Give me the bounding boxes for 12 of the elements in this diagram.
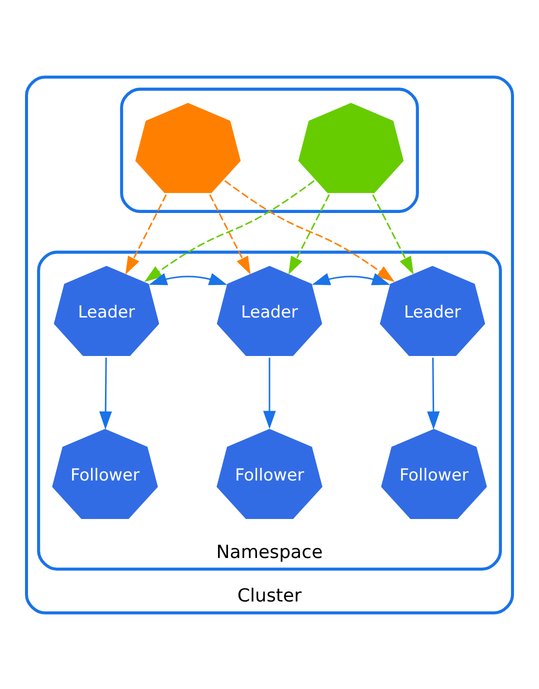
arrow — [263, 357, 276, 429]
arrow — [427, 357, 440, 430]
arrow — [312, 272, 390, 285]
arrow — [209, 194, 251, 274]
arrow — [125, 194, 167, 274]
cluster — [120, 87, 419, 212]
arrow — [144, 180, 315, 282]
arrow — [372, 194, 414, 274]
arrow — [224, 180, 395, 282]
arrow — [99, 357, 112, 430]
arrow — [288, 194, 330, 274]
arrow — [148, 272, 228, 285]
